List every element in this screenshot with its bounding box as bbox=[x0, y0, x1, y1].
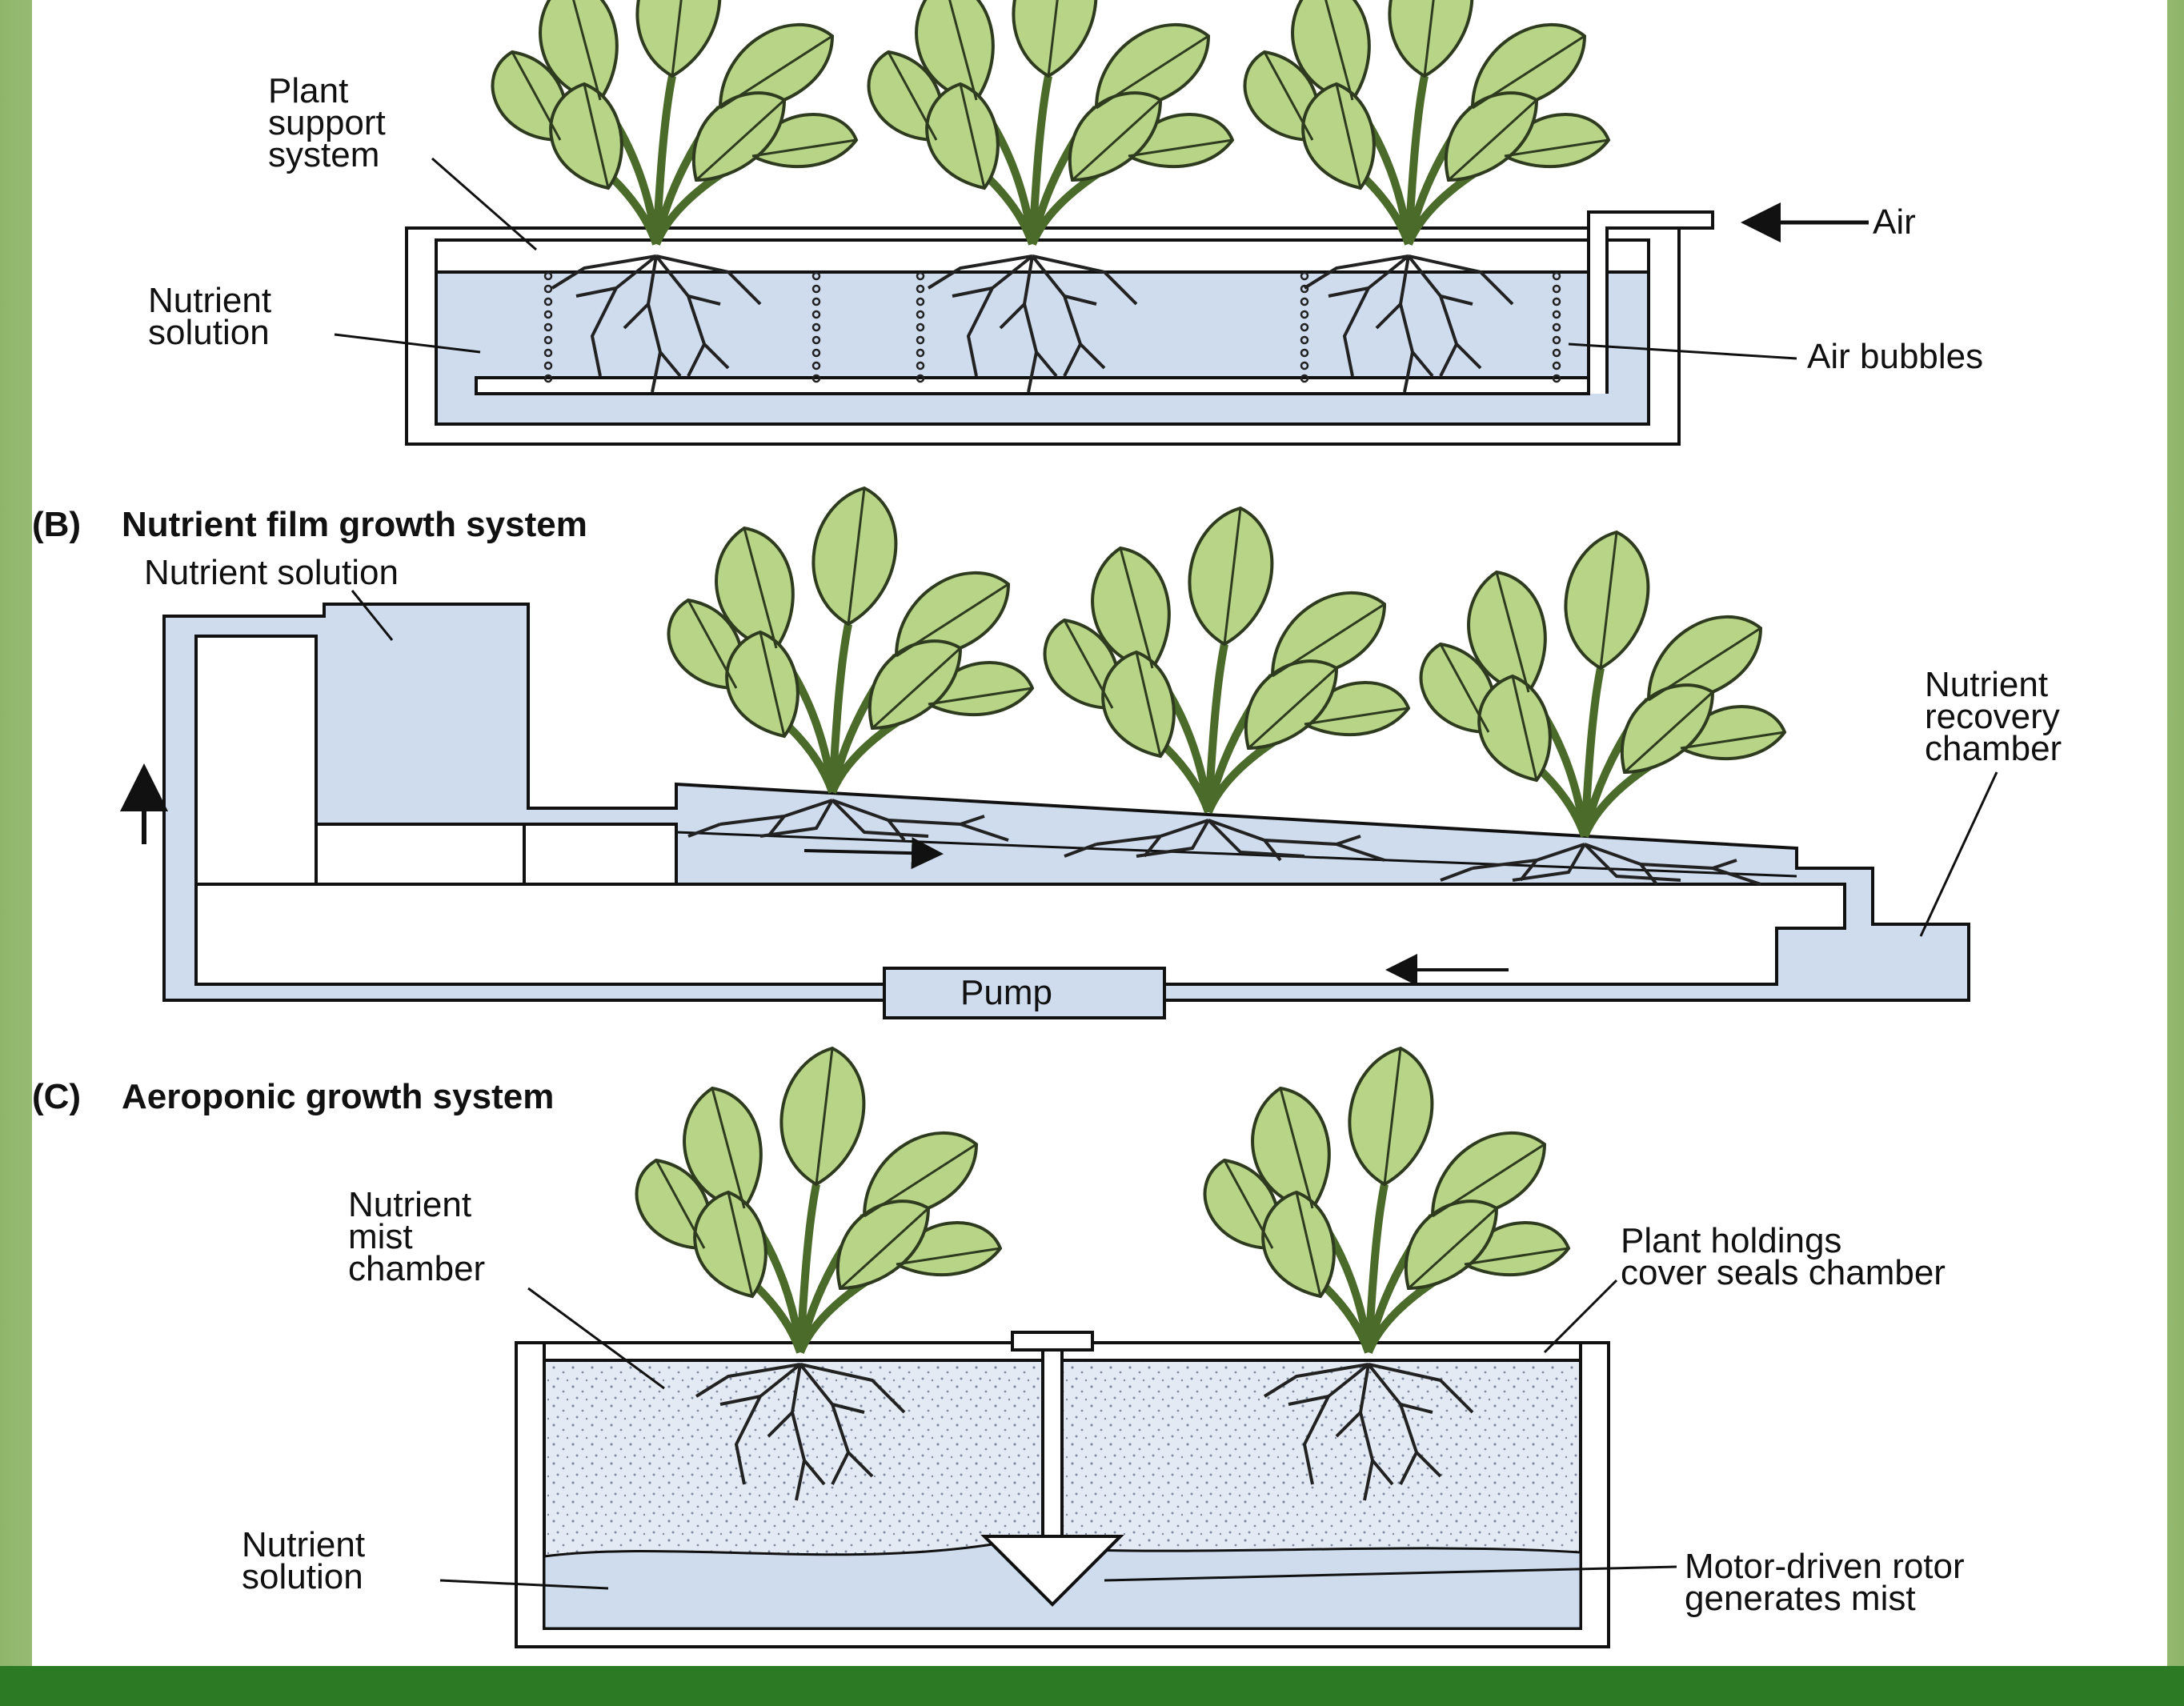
panel-b-title: Nutrient film growth system bbox=[122, 505, 587, 544]
panel-c-solution-leader bbox=[439, 1579, 609, 1590]
plant-support-label: Plant support system bbox=[268, 71, 395, 174]
footer-band bbox=[0, 1666, 2184, 1706]
panel-c-tank bbox=[515, 1331, 1610, 1648]
panel-c-letter: (C) bbox=[32, 1077, 81, 1116]
plant-support-leader bbox=[431, 157, 537, 251]
air-bubbles-label: Air bubbles bbox=[1807, 337, 1983, 376]
rotor-leader bbox=[1104, 1565, 1677, 1582]
recovery-chamber-label: Nutrient recovery chamber bbox=[1925, 665, 2070, 768]
panel-b: (B) Nutrient film growth system bbox=[32, 488, 2070, 1019]
panel-c-title: Aeroponic growth system bbox=[122, 1077, 554, 1116]
panel-b-solution-leader bbox=[351, 590, 394, 641]
cover-seals-label: Plant holdings cover seals chamber bbox=[1621, 1221, 1946, 1292]
mist-chamber-leader bbox=[527, 1287, 665, 1390]
panel-c: (C) Aeroponic growth system bbox=[32, 1048, 1974, 1648]
panel-a: Plant support system Nutrient solution A… bbox=[148, 0, 1983, 446]
air-bubbles-leader bbox=[1568, 342, 1797, 360]
panel-c-nutrient-solution-label: Nutrient solution bbox=[242, 1525, 375, 1596]
panel-a-nutrient-solution-label: Nutrient solution bbox=[148, 281, 281, 352]
panel-b-nutrient-solution-label: Nutrient solution bbox=[144, 553, 399, 592]
panel-b-system bbox=[120, 603, 1970, 1019]
pump-label: Pump bbox=[960, 973, 1052, 1012]
hydroponics-diagram: Plant support system Nutrient solution A… bbox=[32, 0, 2070, 1648]
mist-chamber-label: Nutrient mist chamber bbox=[348, 1185, 485, 1288]
rotor-label: Motor-driven rotor generates mist bbox=[1685, 1547, 1974, 1618]
figure-panel: Plant support system Nutrient solution A… bbox=[32, 0, 2167, 1666]
cover-seals-leader bbox=[1543, 1279, 1618, 1354]
air-label: Air bbox=[1873, 202, 1916, 242]
recovery-leader bbox=[1919, 771, 1998, 937]
panel-a-solution-leader bbox=[334, 333, 481, 354]
panel-b-letter: (B) bbox=[32, 505, 81, 544]
